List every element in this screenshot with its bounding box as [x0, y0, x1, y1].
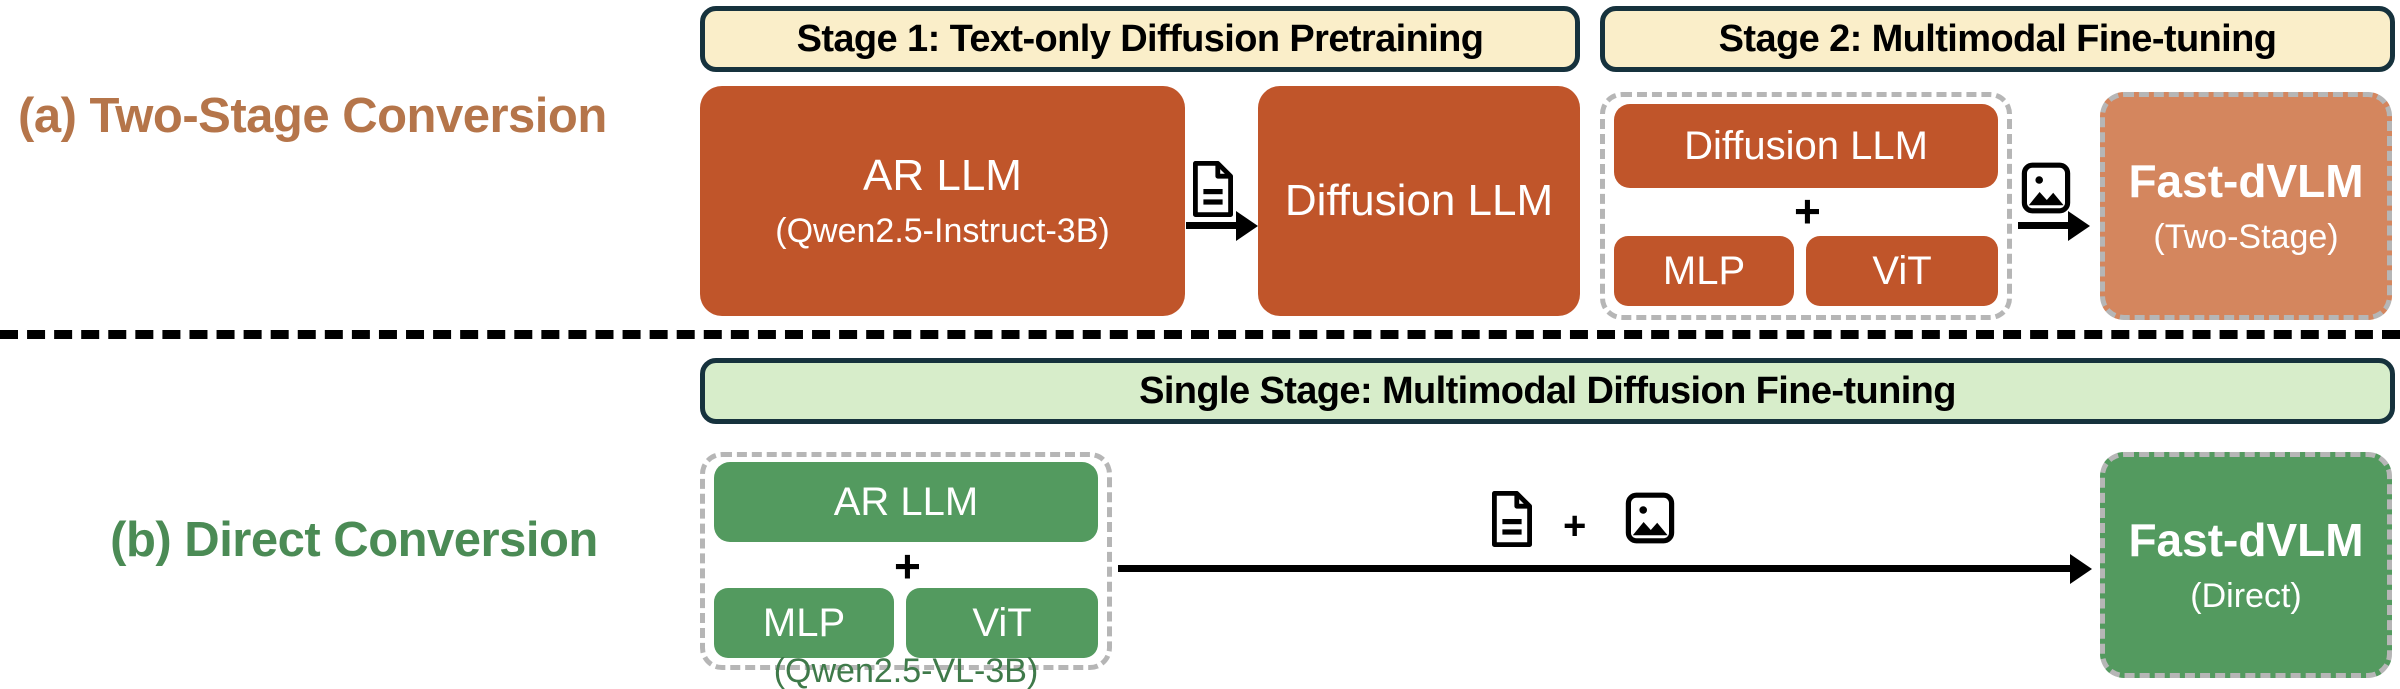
- direct-group-caption: (Qwen2.5-VL-3B): [773, 652, 1039, 689]
- block-ar-llm-stage1: AR LLM (Qwen2.5-Instruct-3B): [700, 86, 1185, 316]
- arrow-direct-head: [2070, 554, 2092, 584]
- single-stage-header: Single Stage: Multimodal Diffusion Fine-…: [700, 358, 2395, 424]
- arrow-stage2-head: [2068, 211, 2090, 241]
- block-output-direct-subtitle: (Direct): [2190, 577, 2302, 616]
- block-ar-llm-stage1-subtitle: (Qwen2.5-Instruct-3B): [775, 212, 1110, 251]
- direct-group-frame: [700, 452, 1112, 670]
- image-icon: [1624, 490, 1676, 546]
- stage-2-header: Stage 2: Multimodal Fine-tuning: [1600, 6, 2395, 72]
- block-vit-direct: ViT: [906, 588, 1098, 658]
- block-mlp-stage2-title: MLP: [1662, 248, 1746, 293]
- block-diffusion-llm-stage2: Diffusion LLM: [1614, 104, 1998, 188]
- stage2-plus-symbol: +: [1794, 185, 1821, 237]
- block-output-two-stage: Fast-dVLM (Two-Stage): [2100, 92, 2392, 320]
- block-output-two-stage-title: Fast-dVLM: [2128, 154, 2364, 207]
- arrow-stage1-head: [1236, 211, 1258, 241]
- block-output-two-stage-subtitle: (Two-Stage): [2153, 218, 2339, 257]
- arrow-plus-symbol: +: [1563, 504, 1587, 548]
- arrow-direct-shaft: [1118, 565, 2078, 572]
- image-icon: [2020, 160, 2072, 216]
- block-diffusion-llm-stage1-title: Diffusion LLM: [1284, 175, 1554, 225]
- block-mlp-direct: MLP: [714, 588, 894, 658]
- block-ar-llm-direct: AR LLM: [714, 462, 1098, 542]
- document-icon: [1488, 490, 1536, 548]
- block-output-direct-title: Fast-dVLM: [2128, 513, 2364, 566]
- block-diffusion-llm-stage2-title: Diffusion LLM: [1684, 123, 1928, 168]
- block-vit-stage2-title: ViT: [1872, 248, 1932, 293]
- block-diffusion-llm-stage1: Diffusion LLM: [1258, 86, 1580, 316]
- document-icon: [1189, 160, 1237, 218]
- arrow-stage1-shaft: [1186, 222, 1238, 229]
- row-a-label: (a) Two-Stage Conversion: [18, 89, 607, 143]
- row-b-label: (b) Direct Conversion: [110, 513, 598, 567]
- direct-plus-symbol: +: [894, 540, 921, 592]
- arrow-stage2-shaft: [2018, 222, 2070, 229]
- block-mlp-stage2: MLP: [1614, 236, 1794, 306]
- block-mlp-direct-title: MLP: [762, 600, 846, 645]
- block-vit-stage2: ViT: [1806, 236, 1998, 306]
- block-output-direct: Fast-dVLM (Direct): [2100, 452, 2392, 678]
- stage-1-header: Stage 1: Text-only Diffusion Pretraining: [700, 6, 1580, 72]
- section-divider: [0, 330, 2400, 339]
- block-vit-direct-title: ViT: [972, 600, 1032, 645]
- block-ar-llm-direct-title: AR LLM: [833, 479, 979, 524]
- block-ar-llm-stage1-title: AR LLM: [863, 150, 1022, 200]
- stage2-group-frame: [1600, 92, 2012, 320]
